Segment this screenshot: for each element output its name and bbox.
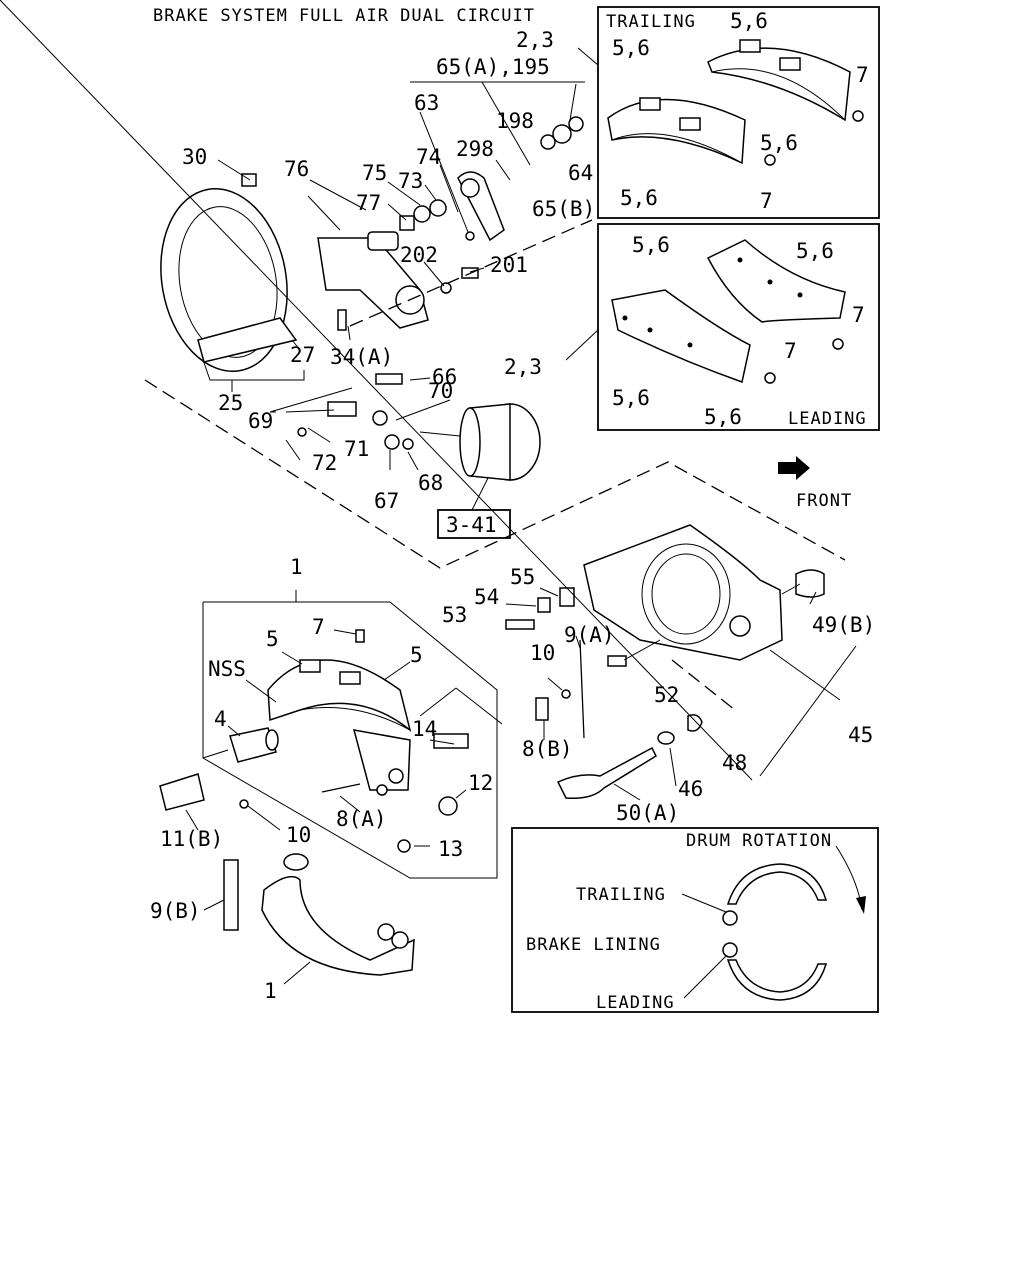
part-label-13: 13 — [438, 837, 463, 861]
front-label: FRONT — [796, 491, 852, 511]
trailing-inset-title: TRAILING — [606, 12, 696, 32]
part-label-76: 76 — [284, 157, 309, 181]
upper-leader-lines — [202, 81, 585, 511]
part-label-70: 70 — [428, 379, 453, 403]
part-label-75: 75 — [362, 161, 387, 185]
trailing-shoe-inset: TRAILING 5,6 5,6 5,6 5,6 7 7 — [597, 6, 880, 219]
part-label-65b: 65(B) — [532, 197, 595, 221]
leading-inset-frame — [597, 223, 880, 431]
part-label-72: 72 — [312, 451, 337, 475]
part-label-7: 7 — [312, 615, 325, 639]
brake-shoe-lower — [261, 853, 415, 976]
part-label-54: 54 — [474, 585, 499, 609]
part-label-10b: 10 — [530, 641, 555, 665]
trailing-label-bolt-bottom: 7 — [760, 189, 773, 213]
part-label-25: 25 — [218, 391, 243, 415]
part-label-8b: 8(B) — [522, 737, 573, 761]
diagram-title: BRAKE SYSTEM FULL AIR DUAL CIRCUIT — [153, 6, 535, 26]
part-label-64: 64 — [568, 161, 593, 185]
part-label-63: 63 — [414, 91, 439, 115]
part-label-65a-195: 65(A),195 — [436, 55, 550, 79]
part-label-2-3-top: 2,3 — [516, 28, 554, 52]
drum-diagram — [722, 845, 866, 1001]
leading-label-bottom: 5,6 — [704, 405, 742, 429]
part-label-67: 67 — [374, 489, 399, 513]
camshaft — [556, 731, 675, 800]
leading-label-bolt-right: 7 — [852, 303, 865, 327]
part-label-46: 46 — [678, 777, 703, 801]
trailing-label-left: 5,6 — [612, 36, 650, 60]
part-label-198: 198 — [496, 109, 534, 133]
part-label-73: 73 — [398, 169, 423, 193]
trailing-label-top: 5,6 — [730, 9, 768, 33]
part-label-48: 48 — [722, 751, 747, 775]
part-label-71: 71 — [344, 437, 369, 461]
drum-trailing-label: TRAILING — [576, 885, 666, 905]
front-arrow-icon — [778, 456, 810, 480]
backing-plate — [160, 188, 298, 372]
part-label-10a: 10 — [286, 823, 311, 847]
lower-left-hardware — [159, 727, 469, 931]
part-label-45: 45 — [848, 723, 873, 747]
part-label-74: 74 — [416, 145, 441, 169]
brake-shoe-upper — [267, 629, 412, 796]
trailing-inset-frame — [597, 6, 880, 219]
part-label-55: 55 — [510, 565, 535, 589]
part-label-9a: 9(A) — [564, 623, 615, 647]
part-label-27: 27 — [290, 343, 315, 367]
leading-inset-title: LEADING — [788, 409, 867, 429]
trailing-shoe-drawing — [607, 39, 864, 166]
drum-leading-label: LEADING — [596, 993, 675, 1013]
part-label-14: 14 — [412, 717, 437, 741]
drum-rotation-title: DRUM ROTATION — [686, 831, 832, 851]
part-label-1-bottom: 1 — [264, 979, 277, 1003]
drum-rotation-inset: DRUM ROTATION TRAILING BRAKE LINING LEAD… — [511, 827, 879, 1013]
part-label-52: 52 — [654, 683, 679, 707]
leading-shoe-inset: LEADING 5,6 5,6 5,6 5,6 7 7 — [597, 223, 880, 431]
brake-chamber — [419, 403, 541, 481]
right-lower-leader-lines — [0, 0, 857, 801]
trailing-label-bottom: 5,6 — [620, 186, 658, 210]
part-label-12: 12 — [468, 771, 493, 795]
part-label-5-left: 5 — [266, 627, 279, 651]
lower-left-leader-lines — [185, 629, 467, 985]
part-label-nss: NSS — [208, 657, 246, 681]
leading-label-top-right: 5,6 — [796, 239, 834, 263]
part-label-4: 4 — [214, 707, 227, 731]
reference-box-label: 3-41 — [446, 513, 497, 537]
part-label-50a: 50(A) — [616, 801, 679, 825]
leading-label-top: 5,6 — [632, 233, 670, 257]
trailing-label-right: 5,6 — [760, 131, 798, 155]
part-label-77: 77 — [356, 191, 381, 215]
part-label-11b: 11(B) — [160, 827, 223, 851]
leading-label-left: 5,6 — [612, 386, 650, 410]
reference-box-frame — [437, 509, 511, 539]
part-label-53: 53 — [442, 603, 467, 627]
part-label-34a: 34(A) — [330, 345, 393, 369]
part-label-5-right: 5 — [410, 643, 423, 667]
drum-rotation-frame — [511, 827, 879, 1013]
drum-brake-lining-label: BRAKE LINING — [526, 935, 661, 955]
part-label-1-top: 1 — [290, 555, 303, 579]
slack-adjuster-arm — [457, 171, 505, 242]
part-label-66: 66 — [432, 365, 457, 389]
spider-bracket — [583, 524, 825, 732]
part-label-49b: 49(B) — [812, 613, 875, 637]
leading-shoe-drawing — [611, 239, 846, 384]
part-label-298: 298 — [456, 137, 494, 161]
part-label-68: 68 — [418, 471, 443, 495]
part-label-202: 202 — [400, 243, 438, 267]
part-label-2-3-mid: 2,3 — [504, 355, 542, 379]
lower-right-hardware — [505, 587, 627, 739]
leading-label-bolt-mid: 7 — [784, 339, 797, 363]
part-label-30: 30 — [182, 145, 207, 169]
part-label-69: 69 — [248, 409, 273, 433]
dashed-guide-lines — [144, 219, 846, 711]
trailing-label-bolt-right: 7 — [856, 63, 869, 87]
shoe-assembly-frame — [202, 590, 503, 879]
chamber-bracket-hardware — [297, 373, 414, 450]
part-label-8a: 8(A) — [336, 807, 387, 831]
part-label-9b: 9(B) — [150, 899, 201, 923]
